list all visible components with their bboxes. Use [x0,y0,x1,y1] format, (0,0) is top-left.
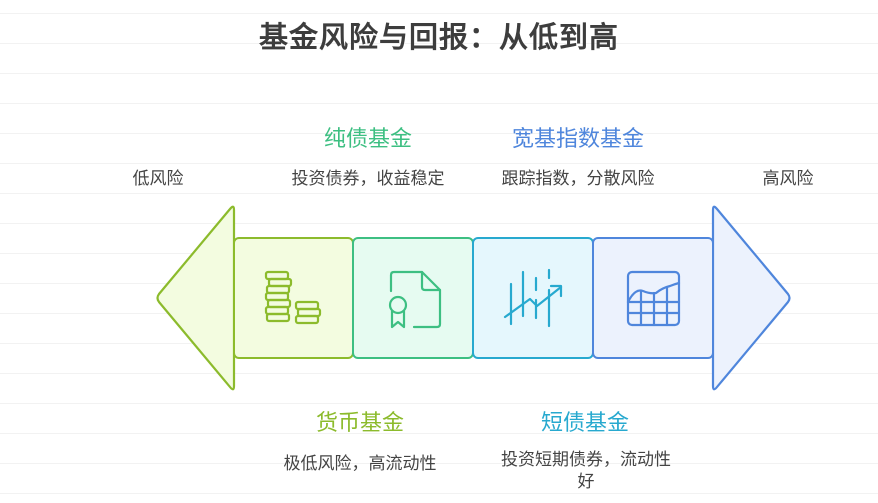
high-risk-label: 高风险 [762,169,814,189]
area-chart-grid-icon [626,270,681,327]
stage-box-money-fund [233,237,354,359]
stage-title-short-bond: 短债基金 [540,411,629,436]
stage-desc-short-bond: 投资短期债券，流动性好 [501,450,671,492]
certificate-document-icon [388,270,442,329]
stage-title-pure-bond: 纯债基金 [323,127,412,152]
trend-up-chart-icon [503,268,563,328]
stage-desc-money-fund: 极低风险，高流动性 [283,454,437,474]
coins-stack-icon [264,270,322,325]
low-risk-label: 低风险 [132,169,184,189]
page-title: 基金风险与回报：从低到高 [258,20,619,54]
stage-box-pure-bond [352,237,474,359]
right-arrowhead [711,205,791,391]
stage-title-index-fund: 宽基指数基金 [511,127,644,152]
stage-desc-pure-bond: 投资债券，收益稳定 [291,169,445,189]
left-arrowhead [156,205,236,391]
stage-title-money-fund: 货币基金 [315,411,404,436]
stage-desc-index-fund: 跟踪指数，分散风险 [501,169,655,189]
stage-box-short-bond [472,237,594,359]
